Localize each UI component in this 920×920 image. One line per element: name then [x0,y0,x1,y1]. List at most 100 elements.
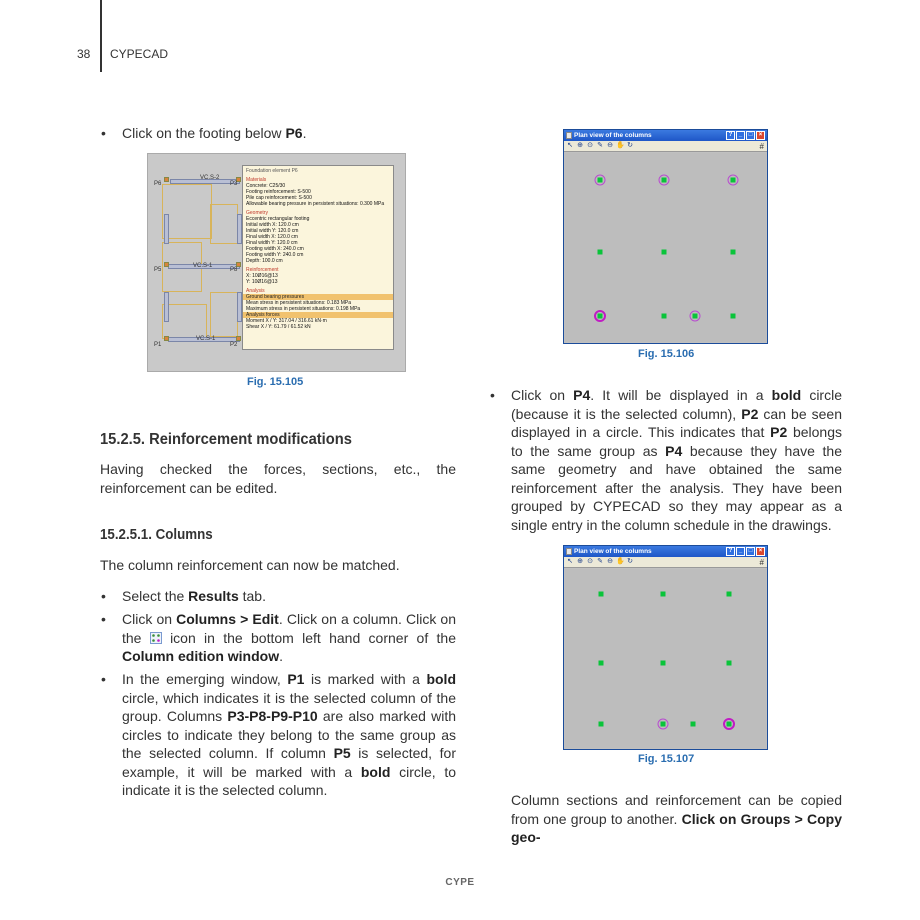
window-titlebar: Plan view of the columns ? _ □ × [564,130,767,141]
plan-canvas[interactable] [565,153,766,342]
column-label: P3 [230,181,238,187]
window-titlebar: Plan view of the columns ? _ □ × [564,546,767,557]
column-label: P8 [230,267,238,273]
refresh-icon[interactable]: ↻ [627,558,633,565]
zoom-window-icon[interactable]: ⊕ [577,558,583,565]
column-marker [236,336,241,341]
select-icon[interactable]: ↖ [567,142,573,149]
group-circle [689,310,701,322]
column-point[interactable] [730,313,736,319]
subsection-paragraph: The column reinforcement can now be matc… [100,557,400,573]
maximize-button[interactable]: □ [746,131,755,140]
column-marker [236,177,241,182]
column-point[interactable] [726,591,732,597]
running-header: CYPECAD [110,47,169,61]
pan-hand-icon[interactable]: ✋ [616,142,625,149]
column-point[interactable] [730,249,736,255]
grid-icon[interactable]: # [759,558,764,567]
refresh-icon[interactable]: ↻ [627,142,633,149]
tie-beam [164,292,169,322]
footing-outline [210,204,238,244]
minimize-button[interactable]: _ [736,131,745,140]
column-label: P1 [154,342,162,348]
pan-hand-icon[interactable]: ✋ [616,558,625,565]
pencil-icon[interactable]: ✎ [597,558,603,565]
column-point[interactable] [661,249,667,255]
beam-label: VC.S-1 [193,263,213,269]
column-label: P5 [154,267,162,273]
column-label: P2 [230,342,238,348]
column-label: P6 [154,181,162,187]
column-point[interactable] [692,313,698,319]
column-point[interactable] [597,177,603,183]
selected-column-circle [723,718,735,730]
column-point[interactable] [661,177,667,183]
help-button[interactable]: ? [726,547,735,556]
figure-caption: Fig. 15.106 [638,348,695,360]
zoom-window-icon[interactable]: ⊕ [577,142,583,149]
tie-beam [164,214,169,244]
column-point[interactable] [660,591,666,597]
column-marker [164,336,169,341]
bullet-emerging-window: • In the emerging window, P1 is marked w… [101,671,457,798]
zoom-out-icon[interactable]: ⊖ [607,142,613,149]
subsection-heading: 15.2.5.1. Columns [100,527,213,543]
column-point[interactable] [660,721,666,727]
grid-icon[interactable]: # [759,142,764,151]
column-point[interactable] [661,313,667,319]
group-circle [594,174,606,186]
column-point[interactable] [730,177,736,183]
column-point[interactable] [690,721,696,727]
close-button[interactable]: × [756,131,765,140]
section-paragraph: Having checked the forces, sections, etc… [100,461,456,496]
group-circle [657,718,669,730]
figure-foundation-element: P6 P3 P5 P8 P1 P2 VC.S-2 VC.S-1 VC.S-1 F… [147,153,406,372]
tie-beam [237,214,242,244]
plan-view-window-107: Plan view of the columns ? _ □ × ↖ ⊕ ⊙ ✎… [563,545,768,750]
column-marker [164,177,169,182]
column-point[interactable] [726,721,732,727]
column-point[interactable] [598,721,604,727]
footing-outline [210,292,238,337]
tie-beam [237,292,242,322]
bullet-columns-edit: • Click on Columns > Edit. Click on a co… [101,611,457,664]
column-point[interactable] [598,591,604,597]
minimize-button[interactable]: _ [736,547,745,556]
group-circle [658,174,670,186]
footer-brand: CYPE [445,877,475,888]
close-button[interactable]: × [756,547,765,556]
maximize-button[interactable]: □ [746,547,755,556]
zoom-in-icon[interactable]: ⊙ [587,142,593,149]
column-point[interactable] [660,660,666,666]
column-point[interactable] [597,313,603,319]
window-toolbar: ↖ ⊕ ⊙ ✎ ⊖ ✋ ↻ # [564,141,767,152]
column-marker [164,262,169,267]
column-point[interactable] [726,660,732,666]
selected-column-circle [594,310,606,322]
bullet-click-footing: • Click on the footing below P6. [101,125,307,141]
figure-caption: Fig. 15.107 [638,753,695,765]
header-rule [100,0,102,72]
window-icon [566,548,572,555]
bullet-results-tab: • Select the Results tab. [101,588,266,604]
group-view-icon [149,631,162,644]
window-icon [566,132,572,139]
closing-paragraph: Column sections and reinforcement can be… [511,792,842,845]
foundation-info-panel: Foundation element P6 Materials Concrete… [242,165,394,350]
page-number: 38 [77,47,91,61]
plan-canvas[interactable] [565,569,766,748]
group-circle [727,174,739,186]
beam-label: VC.S-2 [200,175,220,181]
figure-caption: Fig. 15.105 [247,376,304,388]
zoom-out-icon[interactable]: ⊖ [607,558,613,565]
column-point[interactable] [597,249,603,255]
footing-outline [162,184,212,239]
help-button[interactable]: ? [726,131,735,140]
select-icon[interactable]: ↖ [567,558,573,565]
column-point[interactable] [598,660,604,666]
section-heading: 15.2.5. Reinforcement modifications [100,431,352,448]
zoom-in-icon[interactable]: ⊙ [587,558,593,565]
window-toolbar: ↖ ⊕ ⊙ ✎ ⊖ ✋ ↻ # [564,557,767,568]
beam-label: VC.S-1 [196,336,216,342]
pencil-icon[interactable]: ✎ [597,142,603,149]
